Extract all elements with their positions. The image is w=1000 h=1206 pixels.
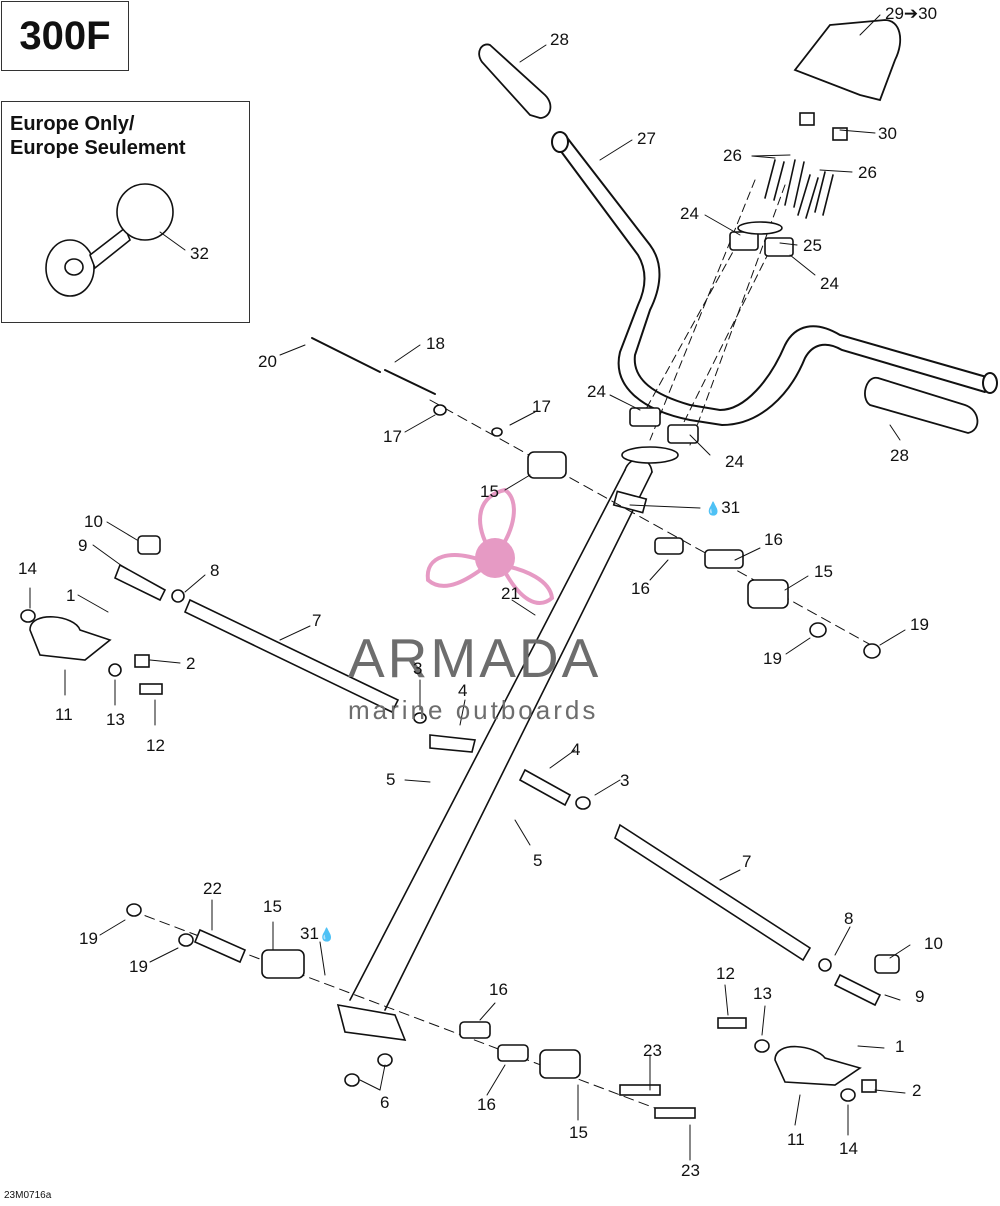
callout-28: 28 [890, 446, 909, 465]
callout-20: 20 [258, 352, 277, 371]
callout-12: 12 [146, 736, 165, 755]
callout-15: 15 [814, 562, 833, 581]
lower-link-axis [126, 903, 696, 1119]
inset-title: Europe Only/ Europe Seulement [10, 112, 186, 160]
callout-12: 12 [716, 964, 735, 983]
callout-31-label: 31 [721, 498, 741, 517]
callout-17: 17 [383, 427, 402, 446]
callout-2: 2 [912, 1081, 922, 1100]
callout-1: 1 [66, 586, 76, 605]
callout-3: 3 [620, 771, 630, 790]
model-badge: 300F [1, 1, 129, 71]
callout-19: 19 [79, 929, 98, 948]
callout-4: 4 [458, 681, 468, 700]
callout-31: 💧31 [705, 499, 740, 517]
handlebar [551, 131, 998, 427]
callout-10: 10 [84, 512, 103, 531]
callout-5: 5 [533, 851, 543, 870]
cover [793, 19, 902, 102]
callout-24: 24 [725, 452, 744, 471]
callout-26: 26 [858, 163, 877, 182]
oil-drop-icon: 💧 [705, 501, 722, 516]
callout-11: 11 [55, 705, 73, 724]
callout-8: 8 [844, 909, 854, 928]
callout-24: 24 [587, 382, 606, 401]
nuts-30 [799, 112, 848, 141]
callout-29-30: 29➔30 [885, 4, 938, 23]
callout-31: 31💧 [300, 925, 335, 943]
callout-11: 11 [787, 1130, 805, 1149]
callout-21: 21 [501, 584, 520, 603]
callout-7: 7 [742, 852, 752, 871]
callout-15: 15 [480, 482, 499, 501]
leader-lines [29, 14, 911, 1161]
callout-16: 16 [477, 1095, 496, 1114]
inset-title-line2: Europe Seulement [10, 137, 186, 159]
callout-23: 23 [643, 1041, 662, 1060]
callout-27: 27 [637, 129, 656, 148]
grips [478, 43, 979, 434]
callout-14: 14 [839, 1139, 858, 1158]
callout-6: 6 [380, 1093, 390, 1112]
inset-title-line1: Europe Only/ [10, 113, 135, 135]
callout-5: 5 [386, 770, 396, 789]
callout-15: 15 [569, 1123, 588, 1142]
callout-30: 30 [878, 124, 897, 143]
callout-8: 8 [210, 561, 220, 580]
callout-9: 9 [915, 987, 925, 1006]
callout-13: 13 [106, 710, 125, 729]
callout-16: 16 [764, 530, 783, 549]
armada-propeller-logo [425, 487, 555, 605]
callout-9: 9 [78, 536, 88, 555]
watermark-title: ARMADA [348, 627, 602, 689]
callout-2: 2 [186, 654, 196, 673]
callout-23: 23 [681, 1161, 700, 1180]
steering-column [336, 458, 653, 1041]
riser-clamps [621, 221, 794, 464]
callout-1: 1 [895, 1037, 905, 1056]
model-label: 300F [19, 13, 111, 58]
callout-3: 3 [413, 659, 423, 678]
callout-22: 22 [203, 879, 222, 898]
callout-31-label: 31 [300, 924, 319, 943]
tie-rod-lower [518, 768, 900, 1102]
drawing-code: 23M0716a [4, 1190, 52, 1201]
tie-rod-upper [20, 535, 476, 753]
callout-14: 14 [18, 559, 37, 578]
callout-24: 24 [820, 274, 839, 293]
oil-drop-icon: 💧 [318, 927, 336, 942]
callout-19: 19 [910, 615, 929, 634]
horn-icon [45, 183, 174, 297]
callout-10: 10 [924, 934, 943, 953]
watermark-subtitle: marine outboards [348, 695, 599, 725]
callout-4: 4 [571, 740, 581, 759]
callout-26: 26 [723, 146, 742, 165]
callout-16: 16 [489, 980, 508, 999]
callout-17: 17 [532, 397, 551, 416]
upper-tie-axis [311, 337, 881, 659]
callout-24: 24 [680, 204, 699, 223]
callout-19: 19 [763, 649, 782, 668]
callout-13: 13 [753, 984, 772, 1003]
bolts [764, 159, 834, 219]
callout-19: 19 [129, 957, 148, 976]
callout-7: 7 [312, 611, 322, 630]
callout-32: 32 [190, 244, 209, 263]
callout-18: 18 [426, 334, 445, 353]
callout-16: 16 [631, 579, 650, 598]
callout-15: 15 [263, 897, 282, 916]
europe-inset: Europe Only/ Europe Seulement [1, 101, 250, 323]
callout-28: 28 [550, 30, 569, 49]
callout-25: 25 [803, 236, 822, 255]
